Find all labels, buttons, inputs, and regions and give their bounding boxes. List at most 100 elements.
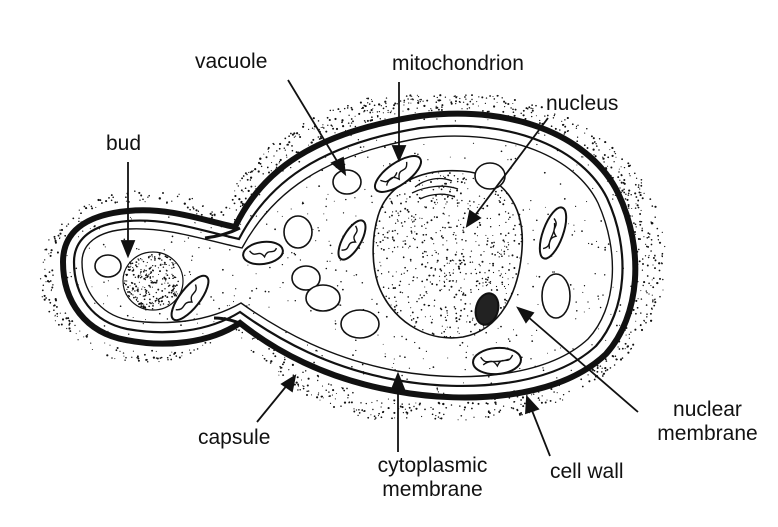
stipple-dot (502, 284, 503, 285)
stipple-dot (351, 108, 353, 110)
stipple-dot (632, 344, 634, 346)
stipple-dot (61, 229, 63, 231)
stipple-dot (218, 185, 219, 186)
stipple-dot (599, 402, 600, 403)
stipple-dot (419, 347, 421, 349)
stipple-dot (447, 174, 449, 176)
stipple-dot (143, 323, 144, 324)
stipple-dot (630, 348, 631, 349)
stipple-dot (466, 321, 467, 322)
stipple-dot (476, 323, 477, 324)
stipple-dot (250, 179, 252, 181)
stipple-dot (492, 265, 494, 267)
stipple-dot (479, 283, 481, 285)
stipple-dot (404, 208, 406, 210)
stipple-dot (325, 156, 326, 157)
stipple-dot (637, 346, 639, 348)
stipple-dot (166, 270, 167, 271)
stipple-dot (616, 325, 618, 327)
stipple-dot (286, 122, 288, 124)
stipple-dot (171, 267, 172, 268)
stipple-dot (473, 178, 474, 179)
stipple-dot (146, 350, 147, 351)
stipple-dot (528, 106, 530, 108)
stipple-dot (350, 125, 351, 126)
stipple-dot (411, 232, 413, 234)
stipple-dot (335, 398, 336, 399)
stipple-dot (641, 329, 643, 331)
stipple-dot (467, 402, 469, 404)
stipple-dot (519, 257, 520, 258)
stipple-dot (519, 106, 521, 108)
stipple-dot (382, 240, 384, 242)
stipple-dot (286, 155, 287, 156)
stipple-dot (175, 129, 176, 130)
stipple-dot (394, 358, 395, 359)
stipple-dot (73, 334, 75, 336)
stipple-dot (457, 181, 458, 182)
stipple-dot (521, 414, 523, 416)
stipple-dot (313, 229, 314, 230)
stipple-dot (505, 235, 507, 237)
stipple-dot (622, 348, 624, 350)
stipple-dot (639, 213, 641, 215)
stipple-dot (371, 119, 373, 121)
stipple-dot (303, 123, 305, 125)
stipple-dot (659, 296, 661, 298)
stipple-dot (546, 400, 547, 401)
stipple-dot (630, 156, 632, 158)
stipple-dot (145, 319, 146, 320)
stipple-dot (300, 259, 301, 260)
stipple-dot (440, 417, 442, 419)
stipple-dot (615, 153, 616, 154)
stipple-dot (646, 290, 647, 291)
stipple-dot (454, 296, 456, 298)
stipple-dot (425, 291, 427, 293)
stipple-dot (390, 112, 392, 114)
stipple-dot (137, 357, 139, 359)
stipple-dot (454, 306, 456, 308)
stipple-dot (379, 262, 380, 263)
stipple-dot (556, 377, 557, 378)
stipple-dot (87, 192, 88, 193)
stipple-dot (612, 355, 614, 357)
stipple-dot (152, 302, 153, 303)
stipple-dot (497, 394, 498, 395)
stipple-dot (162, 297, 163, 298)
stipple-dot (630, 340, 631, 341)
stipple-dot (602, 157, 603, 158)
stipple-dot (137, 287, 138, 288)
stipple-dot (446, 249, 448, 251)
stipple-dot (146, 265, 147, 266)
stipple-dot (473, 201, 475, 203)
stipple-dot (247, 179, 249, 181)
stipple-dot (423, 234, 425, 236)
stipple-dot (171, 296, 173, 298)
stipple-dot (403, 257, 405, 259)
stipple-dot (132, 287, 134, 289)
stipple-dot (172, 236, 174, 238)
stipple-dot (240, 180, 241, 181)
stipple-dot (476, 101, 477, 102)
stipple-dot (493, 105, 495, 107)
stipple-dot (414, 231, 415, 232)
stipple-dot (268, 151, 269, 152)
stipple-dot (320, 400, 321, 401)
stipple-dot (321, 396, 323, 398)
stipple-dot (152, 308, 153, 309)
stipple-dot (539, 122, 541, 124)
stipple-dot (335, 320, 336, 321)
stipple-dot (311, 142, 313, 144)
stipple-dot (539, 276, 541, 278)
stipple-dot (204, 138, 205, 139)
stipple-dot (363, 146, 364, 147)
stipple-dot (325, 206, 326, 207)
stipple-dot (504, 299, 506, 301)
stipple-dot (638, 186, 640, 188)
stipple-dot (576, 301, 577, 302)
stipple-dot (331, 125, 333, 127)
stipple-dot (302, 133, 304, 135)
stipple-dot (364, 120, 366, 122)
stipple-dot (355, 340, 357, 342)
stipple-dot (162, 278, 163, 279)
